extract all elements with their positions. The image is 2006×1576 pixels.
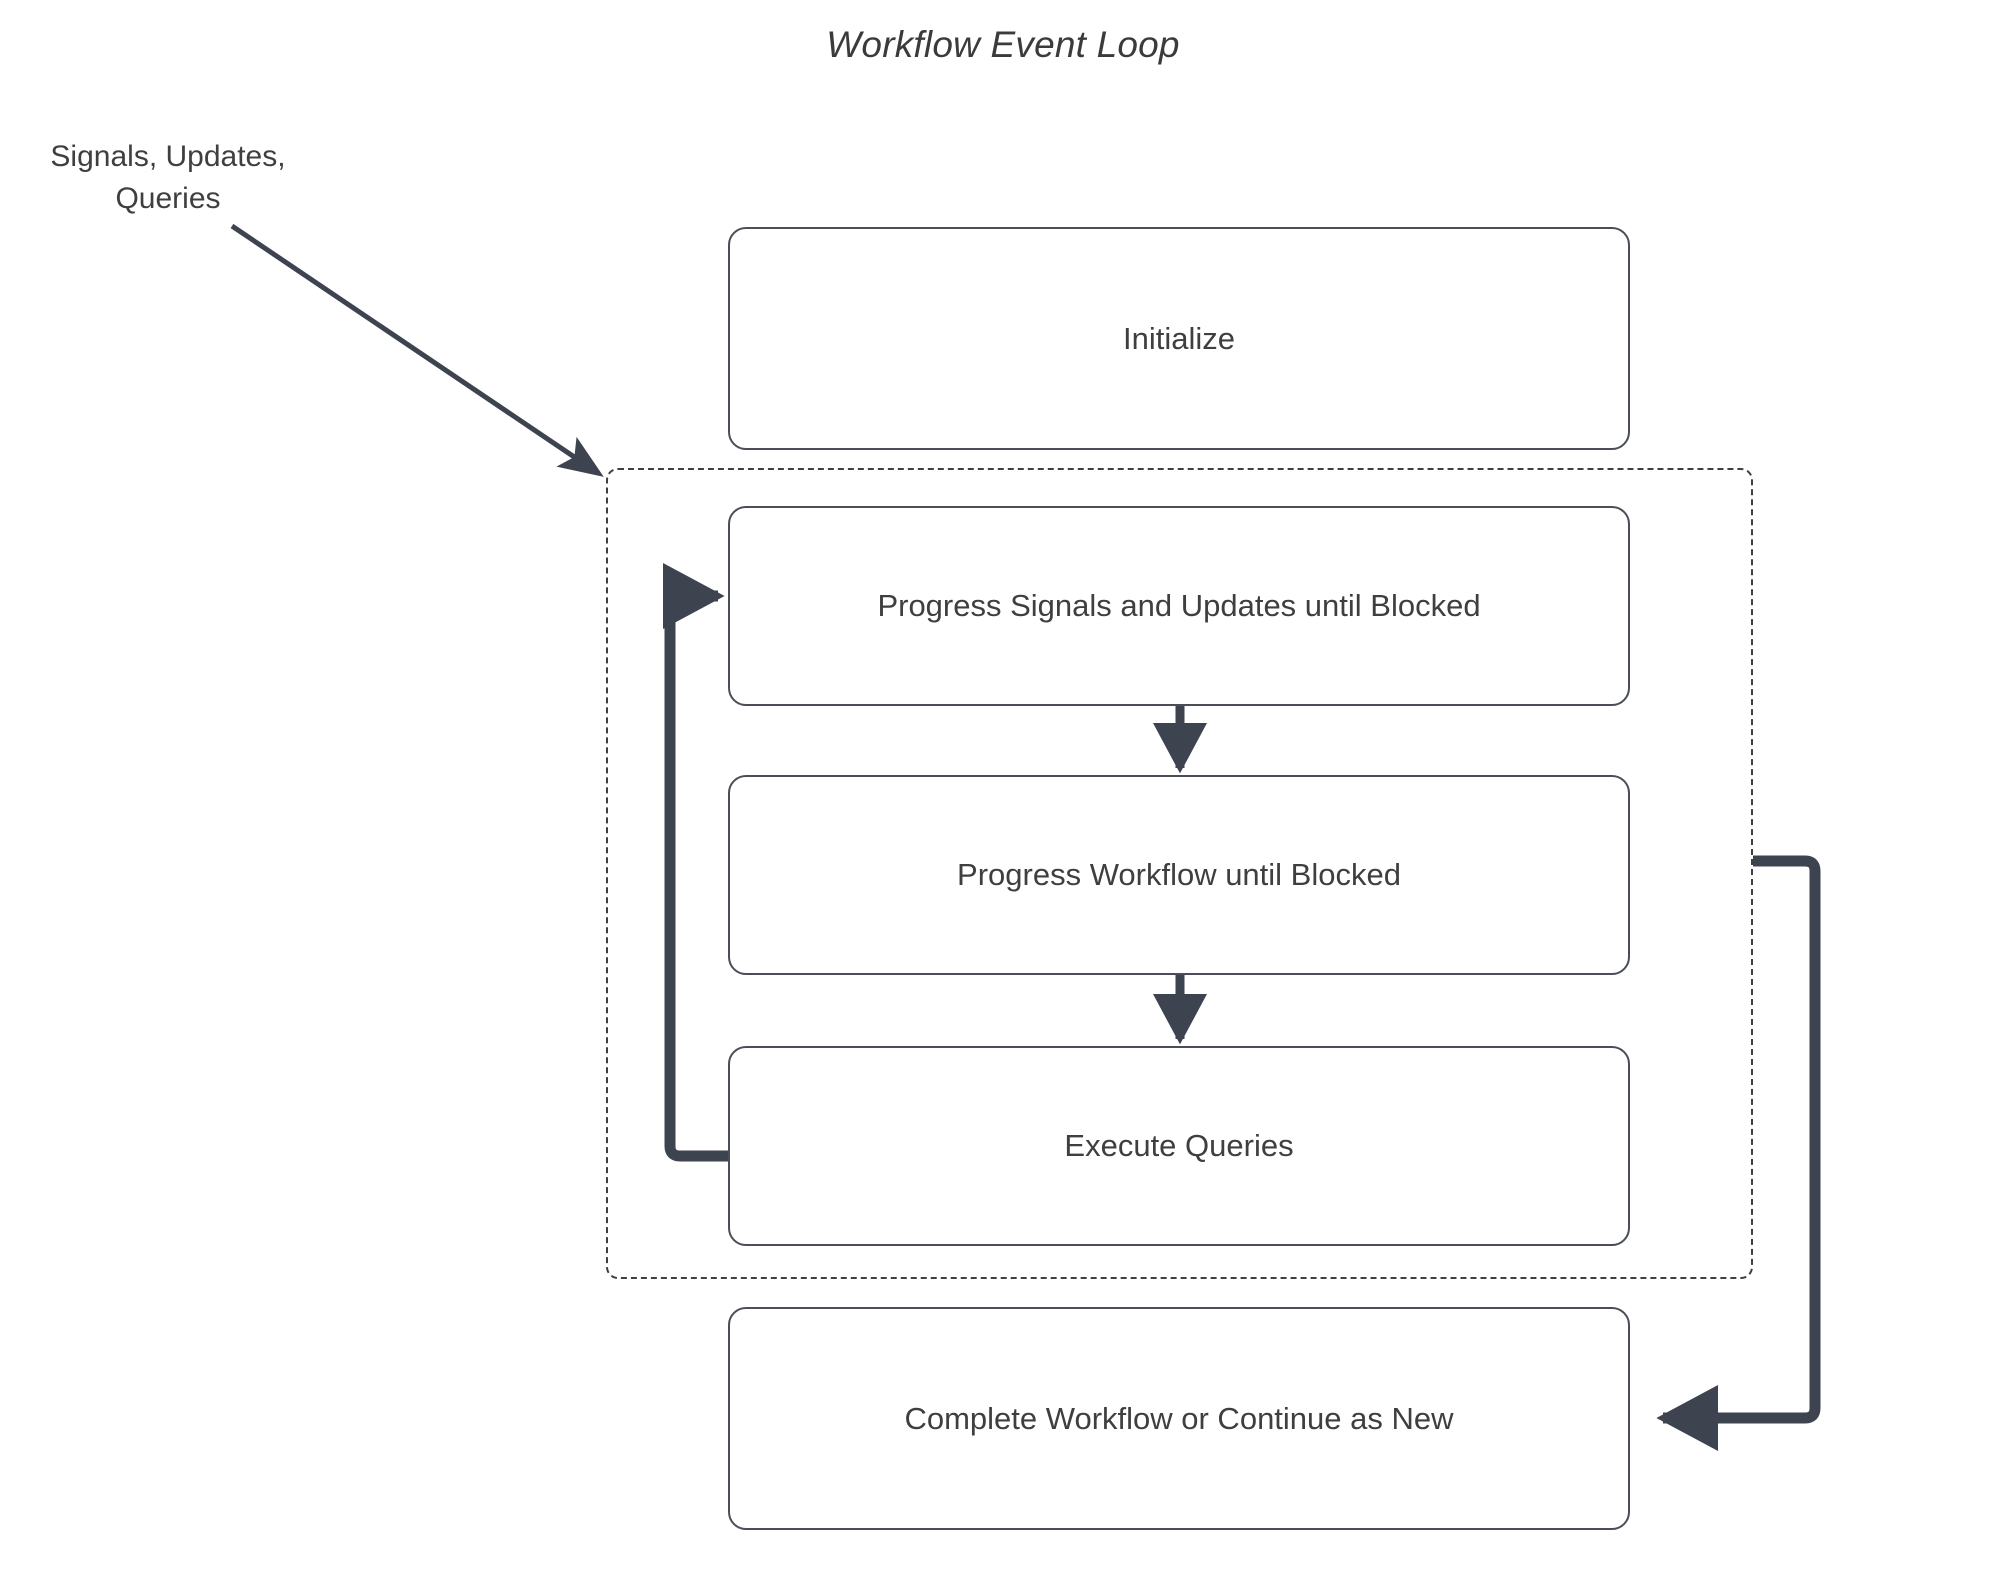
node-progress-signals-updates[interactable]: Progress Signals and Updates until Block… <box>728 506 1630 706</box>
event-loop-group-container <box>606 468 1753 1279</box>
external-input-label-line-1: Signals, Updates, <box>50 140 286 173</box>
external-input-label-line-2: Queries <box>115 182 221 215</box>
page-title: Workflow Event Loop <box>826 24 1180 65</box>
external-input-label: Signals, Updates, Queries <box>18 136 318 220</box>
node-execute-queries[interactable]: Execute Queries <box>728 1046 1630 1246</box>
node-complete-workflow[interactable]: Complete Workflow or Continue as New <box>728 1307 1630 1530</box>
node-initialize[interactable]: Initialize <box>728 227 1630 450</box>
node-progress-workflow[interactable]: Progress Workflow until Blocked <box>728 775 1630 975</box>
edge-signals-to-loop <box>230 223 604 477</box>
